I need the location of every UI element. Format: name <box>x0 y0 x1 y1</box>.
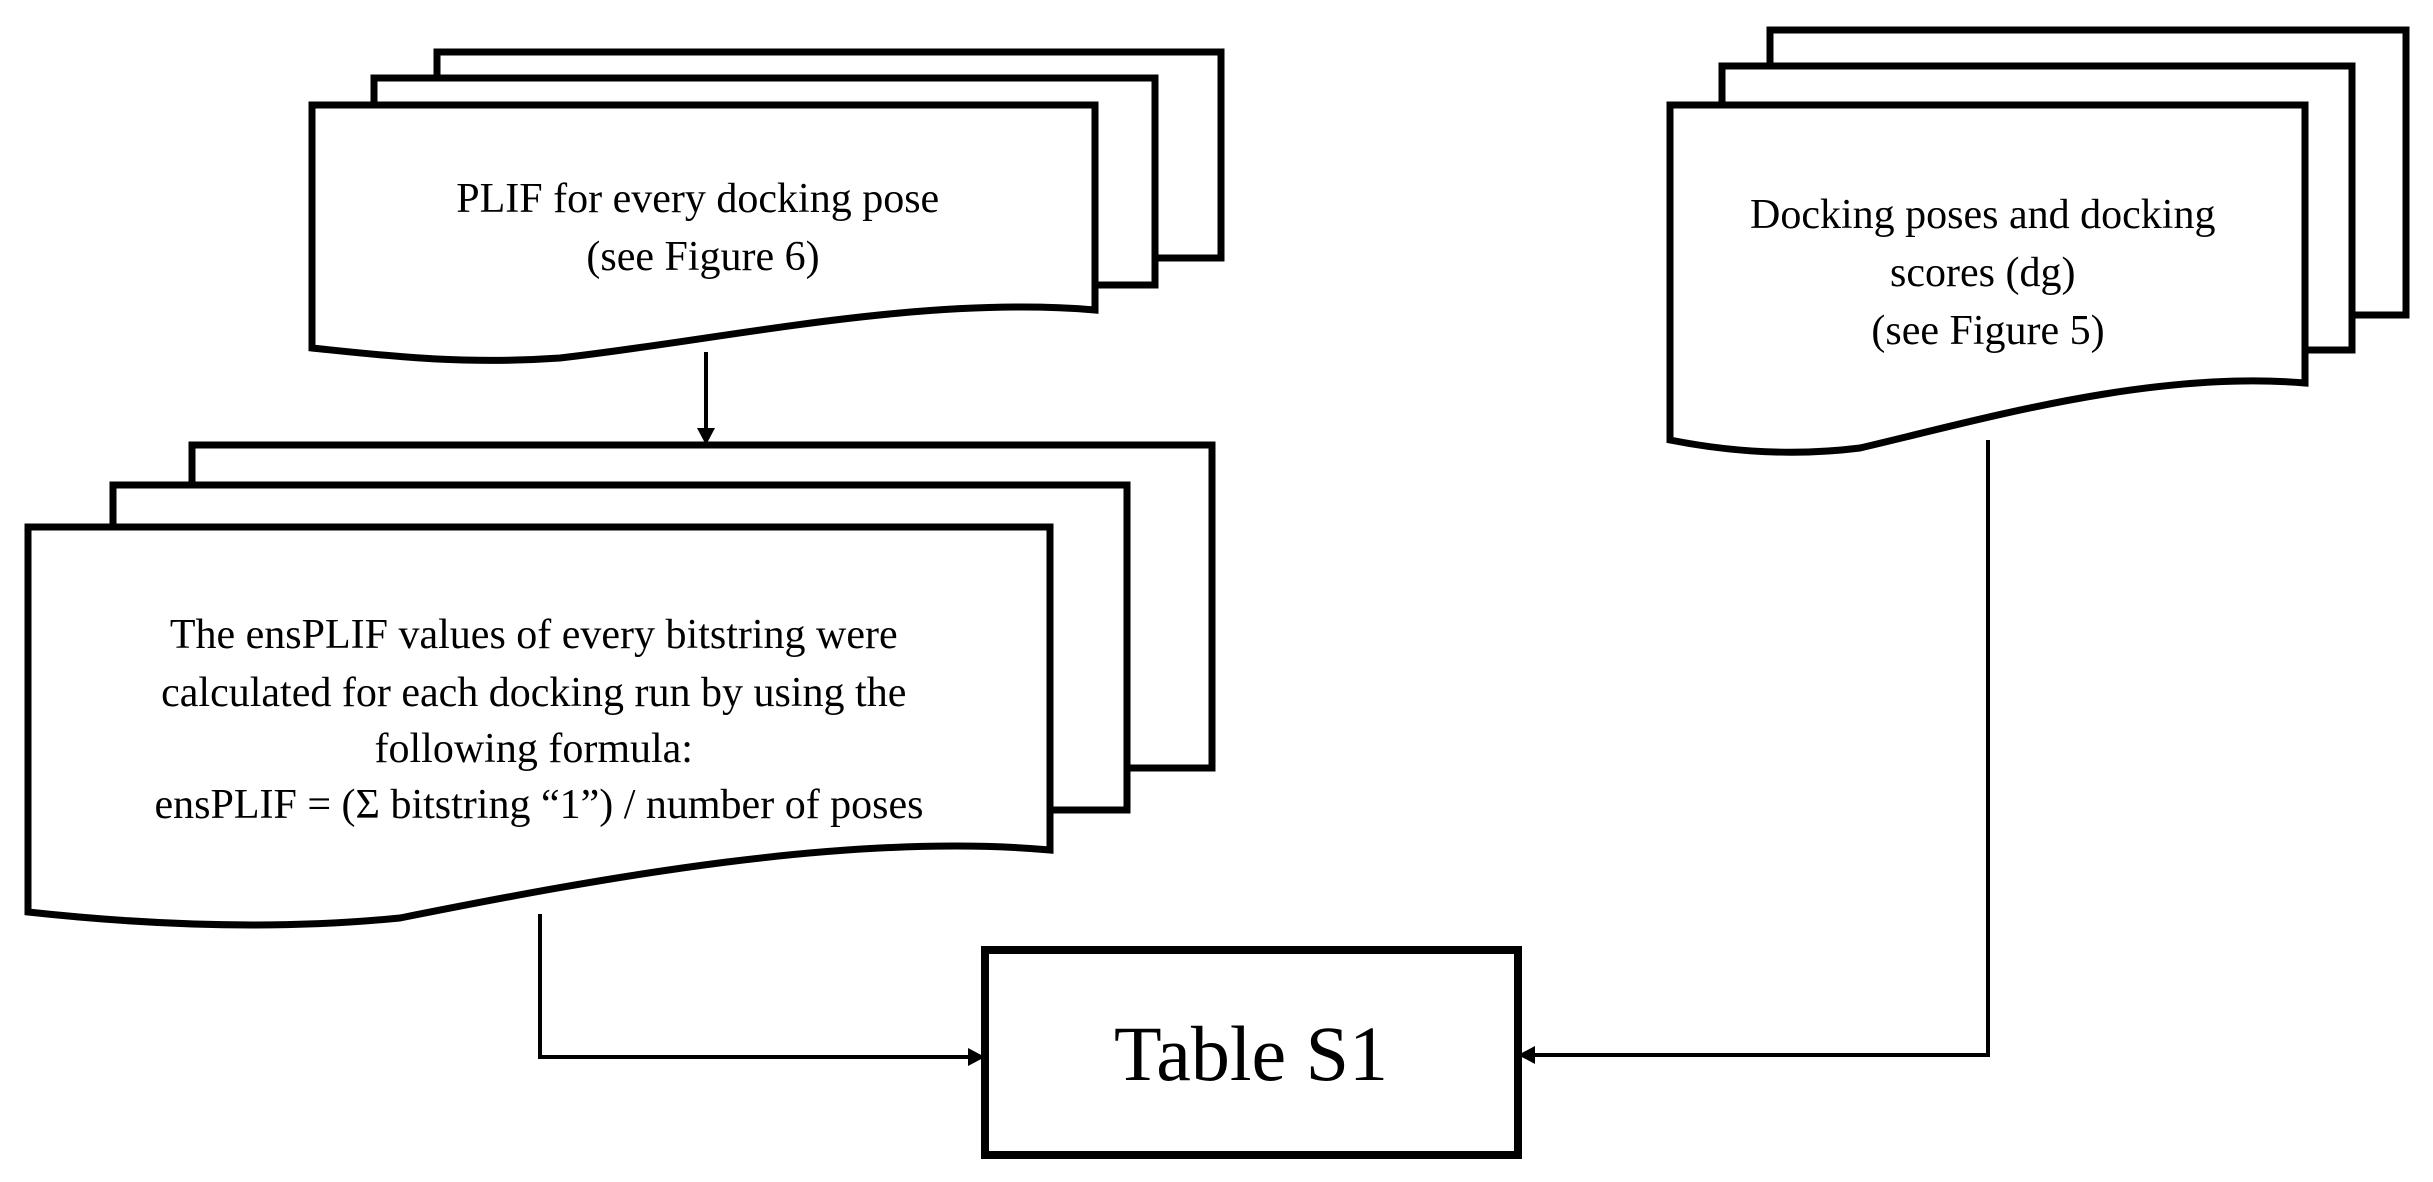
ensplif-doc-line-3: following formula: <box>375 726 693 772</box>
plif-document-stack: PLIF for every docking pose (see Figure … <box>308 48 1225 364</box>
ensplif-doc-front-sheet <box>24 523 1054 929</box>
arrowhead-down <box>697 428 715 445</box>
connector-ensplif-to-table-line <box>538 914 972 1059</box>
table-s1-box <box>981 946 1522 1159</box>
ensplif-doc-text: The ensPLIF values of every bitstring we… <box>154 612 923 828</box>
table-s1-node: Table S1 <box>981 946 1522 1159</box>
connector-docking-to-table <box>1518 440 1990 1064</box>
plif-doc-front-sheet <box>308 101 1099 364</box>
ensplif-doc-line-4: ensPLIF = (Σ bitstring “1”) / number of … <box>154 782 923 828</box>
docking-doc-text: Docking poses and docking scores (dg) (s… <box>1750 192 2226 354</box>
docking-document-stack: Docking poses and docking scores (dg) (s… <box>1666 26 2410 456</box>
ensplif-document-stack: The ensPLIF values of every bitstring we… <box>24 441 1216 929</box>
docking-doc-front-sheet <box>1666 101 2309 456</box>
plif-doc-line-1: PLIF for every docking pose <box>456 176 939 222</box>
plif-doc-text: PLIF for every docking pose (see Figure … <box>456 176 949 280</box>
docking-doc-line-2: scores (dg) <box>1890 250 2075 296</box>
connector-plif-to-ensplif <box>697 352 715 445</box>
ensplif-doc-line-2: calculated for each docking run by using… <box>161 670 906 716</box>
plif-doc-line-2: (see Figure 6) <box>586 234 819 280</box>
connector-docking-to-table-line <box>1531 440 1990 1057</box>
arrowhead-right <box>968 1048 985 1066</box>
docking-doc-line-3: (see Figure 5) <box>1871 308 2104 354</box>
connector-ensplif-to-table <box>538 914 985 1066</box>
docking-doc-line-1: Docking poses and docking <box>1750 192 2215 238</box>
arrowhead-left <box>1518 1046 1535 1064</box>
table-s1-label: Table S1 <box>1114 1010 1388 1097</box>
ensplif-doc-line-1: The ensPLIF values of every bitstring we… <box>170 612 898 658</box>
